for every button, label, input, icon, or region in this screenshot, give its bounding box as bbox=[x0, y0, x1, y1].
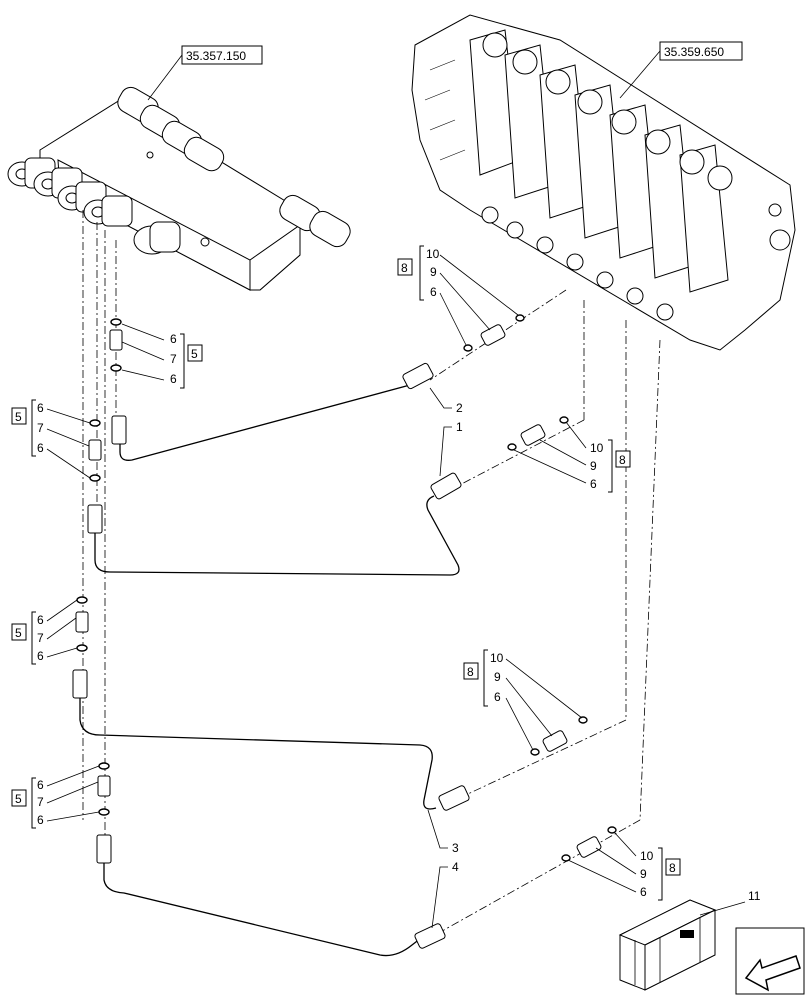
callout-group-right-2[interactable]: 10 9 6 8 bbox=[513, 421, 631, 493]
right-fitting-2 bbox=[507, 416, 569, 451]
center-lines bbox=[82, 210, 661, 936]
right-fitting-4 bbox=[561, 826, 617, 862]
label-7: 7 bbox=[170, 352, 177, 366]
label-10: 10 bbox=[490, 651, 504, 665]
solenoid-coils-front bbox=[7, 157, 181, 255]
label-9: 9 bbox=[430, 265, 437, 279]
label-7: 7 bbox=[37, 421, 44, 435]
label-5: 5 bbox=[15, 792, 22, 806]
label-8: 8 bbox=[467, 665, 474, 679]
valve-bottom-fittings bbox=[481, 203, 791, 321]
callout-group-upper: 6 7 6 5 bbox=[121, 323, 203, 389]
label-10: 10 bbox=[640, 849, 654, 863]
label-9: 9 bbox=[590, 459, 597, 473]
label-7: 7 bbox=[37, 631, 44, 645]
pipe-4 bbox=[96, 834, 446, 957]
label-9: 9 bbox=[640, 867, 647, 881]
label-6: 6 bbox=[37, 401, 44, 415]
label-8: 8 bbox=[401, 261, 408, 275]
label-6: 6 bbox=[170, 372, 177, 386]
label-6: 6 bbox=[37, 813, 44, 827]
label-5: 5 bbox=[191, 347, 198, 361]
reference-box-right[interactable]: 35.359.650 bbox=[619, 41, 743, 99]
label-5: 5 bbox=[15, 626, 22, 640]
label-8: 8 bbox=[619, 453, 626, 467]
label-5: 5 bbox=[15, 410, 22, 424]
label-10: 10 bbox=[426, 247, 440, 261]
label-6: 6 bbox=[640, 885, 647, 899]
label-6: 6 bbox=[37, 778, 44, 792]
callout-group-right-3[interactable]: 8 10 9 6 bbox=[463, 649, 583, 751]
label-1: 1 bbox=[456, 420, 463, 434]
label-2: 2 bbox=[456, 401, 463, 415]
right-fitting-3 bbox=[530, 716, 588, 756]
pipe-callouts: 2 1 3 4 bbox=[427, 387, 463, 929]
pipe-3 bbox=[72, 669, 470, 811]
label-10: 10 bbox=[590, 441, 604, 455]
callout-group-right-4[interactable]: 10 9 6 8 bbox=[567, 831, 681, 901]
label-6: 6 bbox=[590, 477, 597, 491]
callout-group-right-1[interactable]: 8 10 9 6 bbox=[397, 245, 519, 346]
label-11: 11 bbox=[748, 889, 761, 903]
kit-box-icon[interactable]: 11 bbox=[618, 889, 761, 991]
label-3: 3 bbox=[452, 841, 459, 855]
left-fitting-2 bbox=[75, 596, 89, 652]
callout-group-left-2[interactable]: 5 6 7 6 bbox=[11, 599, 78, 665]
label-6: 6 bbox=[37, 441, 44, 455]
label-7: 7 bbox=[37, 795, 44, 809]
pipe-1 bbox=[87, 472, 462, 576]
callout-group-left-1[interactable]: 5 6 7 6 bbox=[11, 399, 91, 479]
solenoid-valve-block bbox=[7, 86, 351, 291]
pipe-2 bbox=[111, 362, 434, 461]
arrow-icon[interactable] bbox=[735, 927, 805, 995]
label-6: 6 bbox=[170, 332, 177, 346]
label-6: 6 bbox=[494, 690, 501, 704]
callout-group-left-3[interactable]: 5 6 7 6 bbox=[11, 765, 100, 829]
left-fitting-upper bbox=[109, 318, 123, 372]
label-8: 8 bbox=[669, 861, 676, 875]
label-4: 4 bbox=[452, 860, 459, 874]
reference-left-label: 35.357.150 bbox=[186, 49, 246, 63]
label-6: 6 bbox=[430, 285, 437, 299]
right-fitting-1 bbox=[463, 314, 525, 352]
label-6: 6 bbox=[37, 649, 44, 663]
reference-box-left[interactable]: 35.357.150 bbox=[147, 45, 263, 101]
reference-right-label: 35.359.650 bbox=[664, 45, 724, 59]
label-6: 6 bbox=[37, 613, 44, 627]
label-9: 9 bbox=[494, 670, 501, 684]
control-valve-assembly bbox=[411, 14, 796, 351]
left-fitting-1 bbox=[88, 419, 102, 482]
left-fitting-3 bbox=[97, 762, 111, 816]
valve-spool-caps bbox=[482, 32, 733, 191]
solenoid-coils-top bbox=[117, 86, 351, 248]
